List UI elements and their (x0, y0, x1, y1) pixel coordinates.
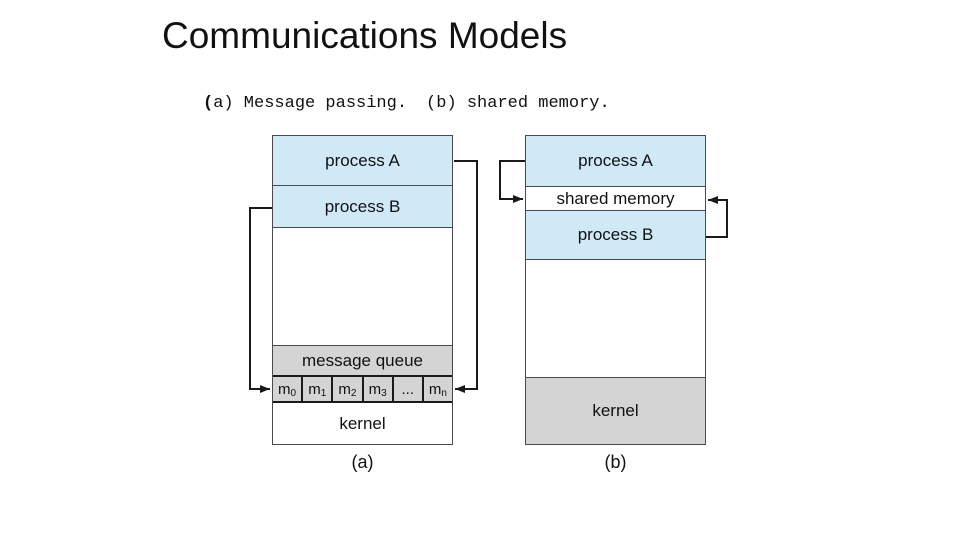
kernel-band: kernel (526, 377, 705, 444)
empty-region (526, 260, 705, 377)
caption-part-b: (b) shared memory. (426, 94, 610, 113)
message-cell-ellipsis: ... (394, 377, 424, 401)
process-b-band: process B (273, 186, 452, 228)
shared-memory-band: shared memory (526, 187, 705, 211)
message-queue-band: message queue (273, 345, 452, 375)
process-b-band: process B (526, 211, 705, 260)
arrow-process-a-to-shared-memory (499, 160, 525, 203)
page-title: Communications Models (162, 15, 568, 56)
arrow-process-b-to-message-queue (249, 207, 272, 393)
diagram-shared-memory: process A shared memory process B kernel (525, 135, 706, 445)
figure-caption: (a) Message passing. (b) shared memory. (203, 94, 610, 113)
empty-region (273, 228, 452, 345)
caption-bold-paren: ( (203, 94, 214, 113)
kernel-band: kernel (339, 413, 386, 433)
arrow-process-b-to-shared-memory (706, 196, 728, 238)
diagram-a-label: (a) (351, 452, 374, 472)
arrow-process-a-to-message-queue (454, 160, 478, 393)
caption-part-a: a) Message passing. (213, 94, 408, 113)
diagram-b-label: (b) (604, 452, 627, 472)
process-a-band: process A (273, 136, 452, 186)
process-a-band: process A (526, 136, 705, 187)
